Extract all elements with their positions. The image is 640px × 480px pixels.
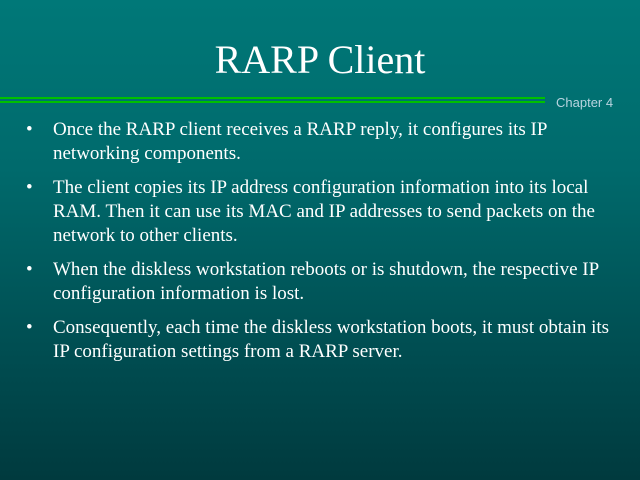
bullet-item: • The client copies its IP address config… [26, 176, 616, 248]
bullet-item: • When the diskless workstation reboots o… [26, 258, 616, 306]
title-divider-top [0, 97, 545, 99]
bullet-icon: • [26, 119, 33, 140]
bullet-text: Consequently, each time the diskless wor… [53, 317, 610, 362]
bullet-item: • Once the RARP client receives a RARP re… [26, 118, 616, 166]
bullet-icon: • [26, 177, 33, 198]
chapter-label: Chapter 4 [556, 95, 614, 110]
bullet-text: The client copies its IP address configu… [53, 177, 595, 246]
bullet-item: • Consequently, each time the diskless wo… [26, 316, 616, 364]
bullet-icon: • [26, 317, 33, 338]
title-divider-bottom [0, 101, 545, 103]
bullet-text: Once the RARP client receives a RARP rep… [53, 119, 547, 164]
bullet-list: • Once the RARP client receives a RARP re… [26, 118, 616, 374]
bullet-text: When the diskless workstation reboots or… [53, 259, 599, 304]
bullet-icon: • [26, 259, 33, 280]
slide-title: RARP Client [214, 37, 426, 82]
